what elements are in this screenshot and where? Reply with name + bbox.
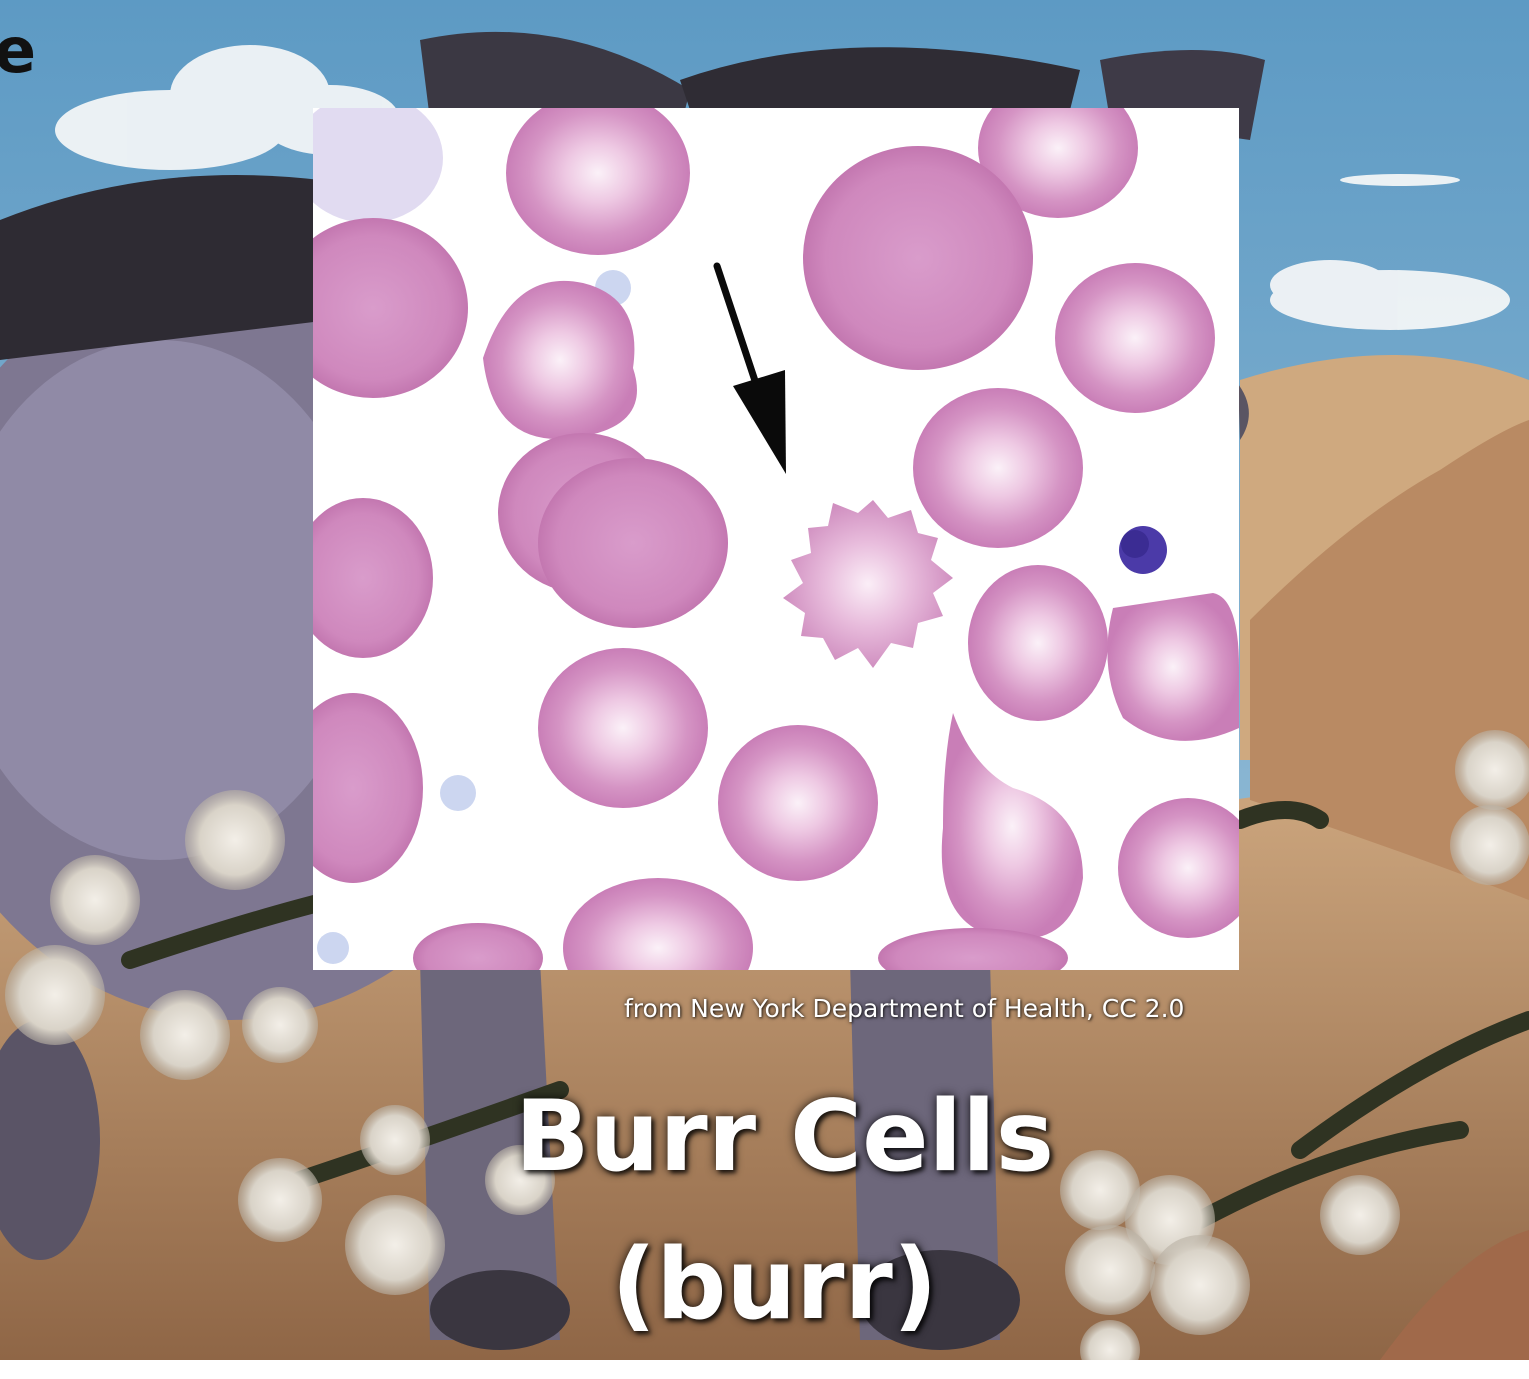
caption-subtitle: (burr) — [611, 1228, 938, 1342]
image-credit: from New York Department of Health, CC 2… — [624, 994, 1185, 1023]
pointer-arrow — [713, 262, 786, 474]
caption-title: Burr Cells — [514, 1080, 1055, 1194]
burr-cell — [783, 500, 953, 668]
micrograph-image — [313, 108, 1239, 970]
cropped-title-fragment: e — [0, 14, 36, 87]
blood-smear-micrograph — [313, 108, 1239, 970]
